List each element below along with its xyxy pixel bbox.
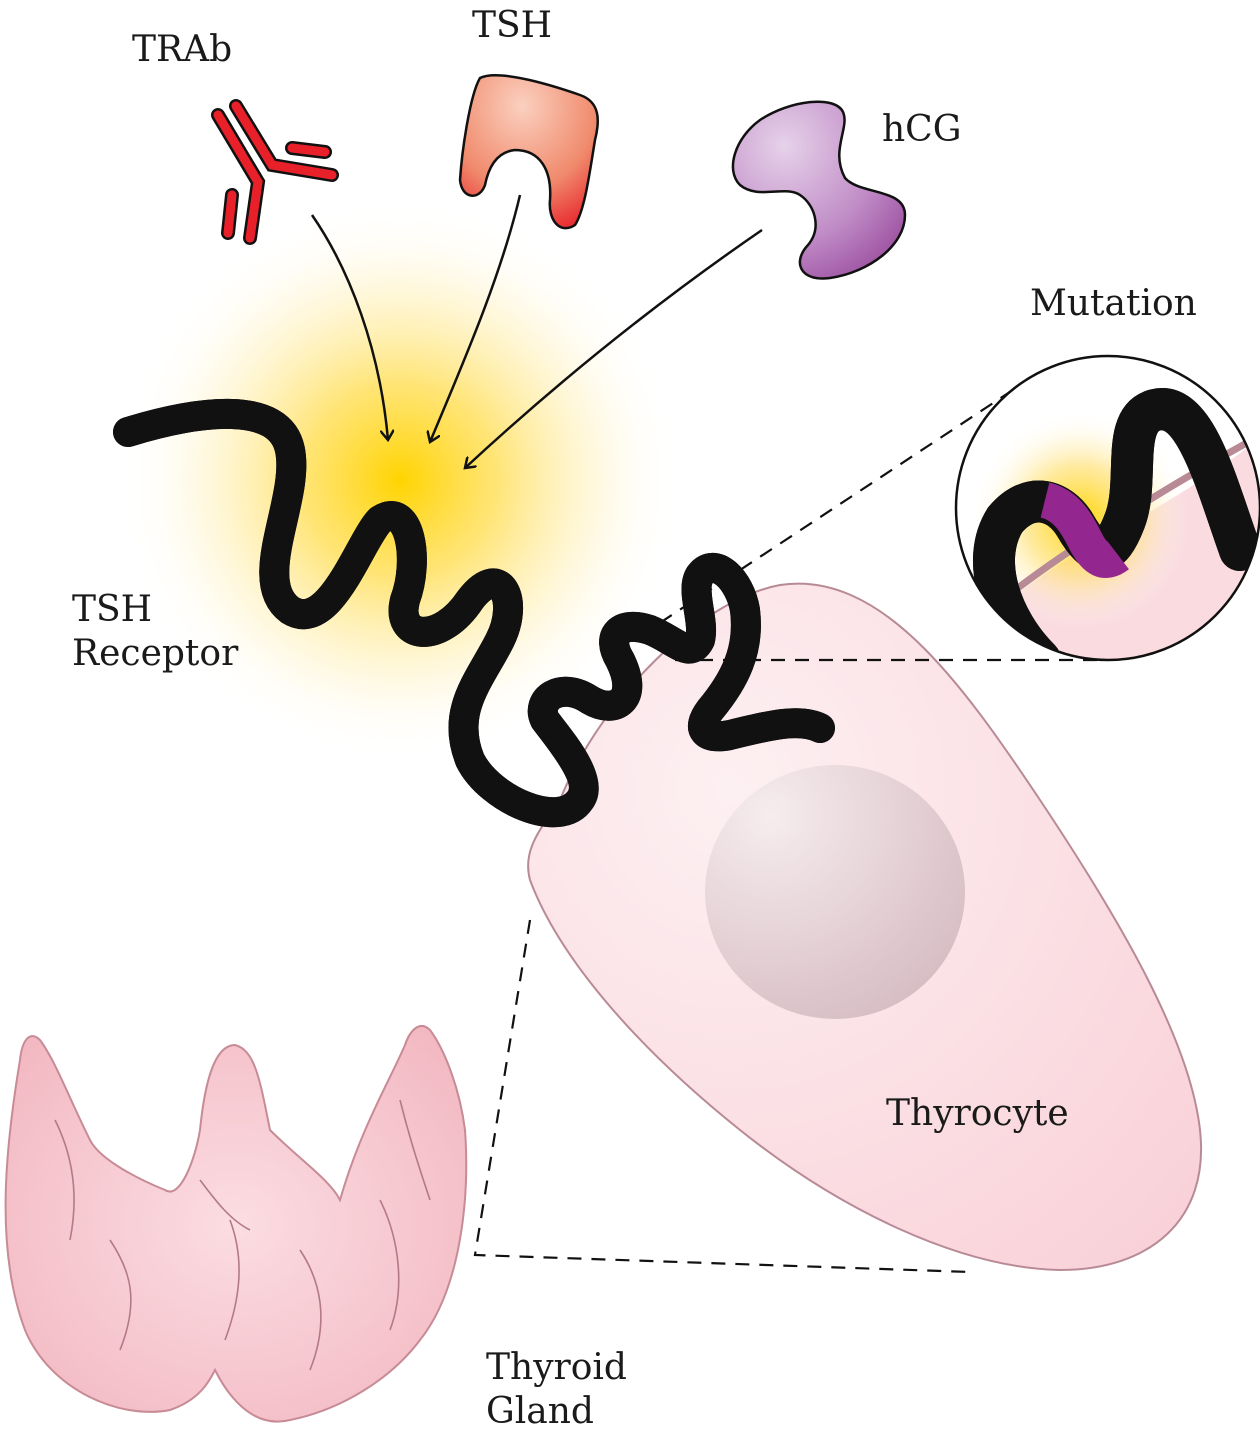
label-tsh-receptor: TSH Receptor bbox=[72, 589, 239, 674]
label-trab: TRAb bbox=[132, 29, 233, 70]
activation-glow bbox=[120, 200, 680, 760]
gland-zoom-lines bbox=[473, 919, 971, 1274]
thyrocyte-cell bbox=[527, 582, 1203, 1272]
thyroid-gland bbox=[4, 1025, 468, 1423]
arrows bbox=[310, 194, 763, 468]
label-mutation: Mutation bbox=[1030, 283, 1197, 324]
arrow-hcg bbox=[465, 228, 763, 468]
label-hcg: hCG bbox=[882, 109, 962, 150]
tsh-molecule-icon bbox=[458, 74, 599, 230]
nucleus bbox=[705, 765, 965, 1019]
arrow-tsh bbox=[430, 194, 522, 442]
mutation-inset bbox=[954, 354, 1260, 662]
label-tsh: TSH bbox=[472, 5, 553, 46]
arrow-trab bbox=[310, 214, 388, 440]
trab-antibody-icon bbox=[211, 99, 339, 245]
hcg-molecule-icon bbox=[731, 100, 907, 280]
mutation-segment bbox=[1039, 482, 1129, 578]
label-thyrocyte: Thyrocyte bbox=[886, 1093, 1069, 1134]
label-thyroid-gland: Thyroid Gland bbox=[486, 1347, 627, 1432]
tsh-receptor bbox=[113, 414, 835, 812]
